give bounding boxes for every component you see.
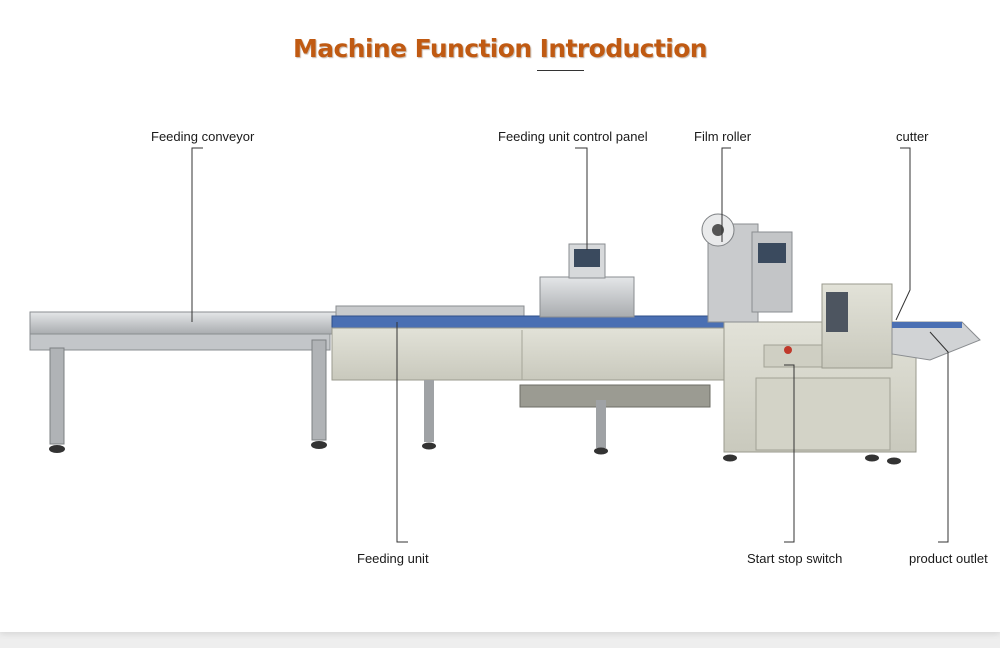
control-panel-graphic [539,243,635,318]
leader-feeding-unit [396,322,408,543]
label-start-stop-switch: Start stop switch [747,551,843,566]
title-underline [537,70,584,71]
leader-lines [191,147,949,543]
leader-film-roller [721,147,731,242]
leader-feeding-conveyor [191,147,203,322]
label-film-roller: Film roller [694,129,752,144]
label-feeding-conveyor: Feeding conveyor [151,129,255,144]
label-product-outlet: product outlet [909,551,988,566]
leader-control-panel [575,147,588,250]
feeding-conveyor-graphic [29,311,339,453]
leader-start-stop-switch [784,364,795,543]
cutter-graphic [821,283,893,369]
leader-cutter [895,147,911,321]
machine-illustration [29,147,981,543]
label-feeding-unit-control-panel: Feeding unit control panel [498,129,648,144]
label-cutter: cutter [896,129,929,144]
product-outlet-graphic [891,321,981,361]
page-title: Machine Function Introduction [293,34,708,63]
label-feeding-unit: Feeding unit [357,551,429,566]
feeding-unit-graphic [331,305,731,455]
leader-product-outlet [929,331,949,543]
film-roller-graphic [701,213,793,323]
